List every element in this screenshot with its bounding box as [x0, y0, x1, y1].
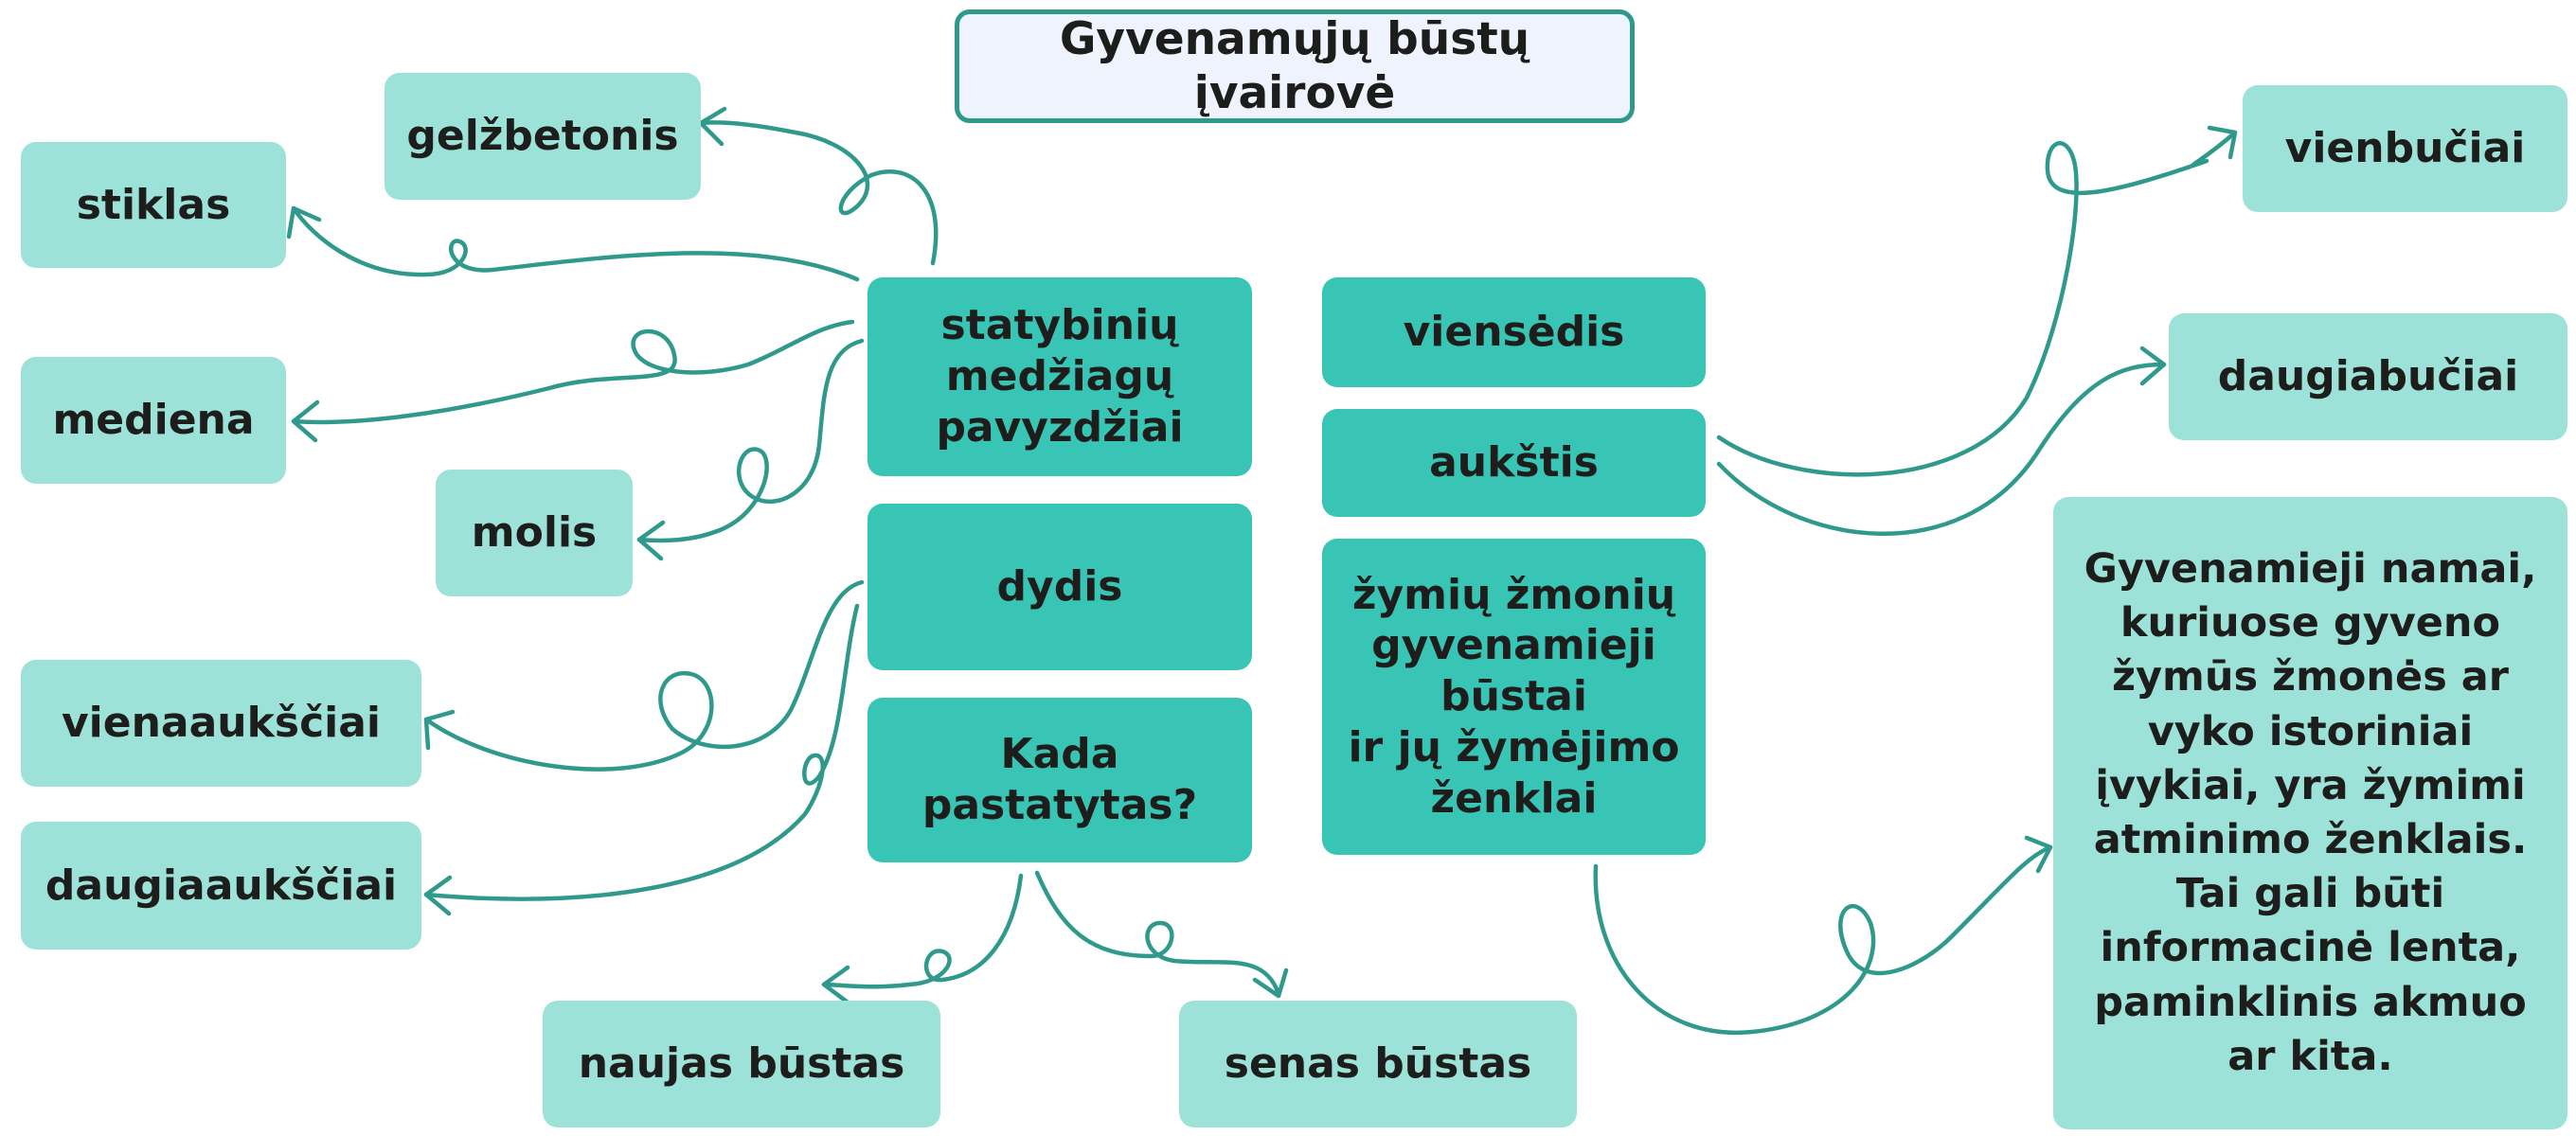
leaf-old-home: senas būstas: [1179, 1001, 1577, 1127]
node-when-built: Kada pastatytas?: [868, 698, 1252, 862]
page-title-text: Gyvenamųjų būstų įvairovė: [1059, 12, 1530, 119]
arrow-to-daugiaaukstiai: [423, 603, 860, 901]
leaf-multi-storey: daugiaaukščiai: [21, 822, 421, 950]
leaf-one-storey: vienaaukščiai: [21, 660, 421, 787]
arrow-to-mediena: [291, 319, 855, 425]
arrowhead-gelzbetonis: [698, 106, 727, 147]
leaf-old-home-label: senas būstas: [1224, 1039, 1532, 1089]
leaf-new-home: naujas būstas: [543, 1001, 940, 1127]
famous-homes-note: Gyvenamieji namai, kuriuose gyveno žymūs…: [2053, 497, 2567, 1129]
famous-homes-note-text: Gyvenamieji namai, kuriuose gyveno žymūs…: [2084, 545, 2537, 1080]
page-title: Gyvenamųjų būstų įvairovė: [955, 9, 1635, 123]
node-single-estate: viensėdis: [1322, 277, 1706, 387]
arrowhead-molis: [636, 520, 666, 561]
node-height-label: aukštis: [1429, 438, 1599, 488]
arrow-to-vienbuciai: [1716, 130, 2238, 477]
leaf-apartment-label: daugiabučiai: [2217, 352, 2519, 401]
arrow-to-senas: [1034, 870, 1281, 997]
arrow-to-gelzbetonis: [698, 120, 939, 266]
node-size-label: dydis: [996, 562, 1123, 612]
leaf-reinforced-concrete: gelžbetonis: [385, 73, 701, 200]
arrowhead-senas: [1252, 967, 1289, 999]
arrowhead-daugiaaukstiai: [423, 875, 453, 916]
arrow-to-vienaaukstiai: [423, 579, 865, 772]
arrow-to-molis: [636, 338, 865, 543]
leaf-clay: molis: [436, 470, 633, 596]
leaf-new-home-label: naujas būstas: [578, 1039, 905, 1089]
node-construction-materials-label: statybinių medžiagų pavyzdžiai: [936, 301, 1184, 452]
node-single-estate-label: viensėdis: [1403, 308, 1625, 357]
node-height: aukštis: [1322, 409, 1706, 517]
node-famous-homes-label: žymių žmonių gyvenamieji būstai ir jų žy…: [1348, 570, 1680, 823]
arrow-to-famous-note: [1593, 844, 2053, 1036]
node-when-built-label: Kada pastatytas?: [921, 730, 1198, 829]
arrowhead-vienbuciai: [2207, 125, 2238, 160]
leaf-clay-label: molis: [471, 508, 598, 558]
arrowhead-vienaaukstiai: [423, 709, 456, 751]
leaf-single-family: vienbučiai: [2243, 85, 2567, 212]
leaf-multi-storey-label: daugiaaukščiai: [45, 861, 398, 910]
arrow-to-daugiabuciai: [1716, 362, 2167, 536]
arrow-to-naujas: [821, 873, 1024, 989]
arrowhead-naujas: [821, 965, 850, 1004]
arrowhead-stiklas: [286, 205, 322, 240]
arrowhead-daugiabuciai: [2139, 346, 2167, 386]
node-construction-materials: statybinių medžiagų pavyzdžiai: [868, 277, 1252, 476]
leaf-wood-label: mediena: [52, 396, 255, 445]
leaf-reinforced-concrete-label: gelžbetonis: [406, 112, 679, 161]
leaf-glass: stiklas: [21, 142, 286, 268]
leaf-one-storey-label: vienaaukščiai: [61, 699, 382, 748]
leaf-single-family-label: vienbučiai: [2284, 124, 2526, 173]
leaf-apartment: daugiabučiai: [2169, 313, 2567, 440]
arrow-to-stiklas: [291, 205, 860, 282]
node-size: dydis: [868, 504, 1252, 670]
arrowhead-mediena: [291, 399, 320, 443]
arrowhead-famous-note: [2024, 835, 2053, 874]
leaf-wood: mediena: [21, 357, 286, 484]
node-famous-homes: žymių žmonių gyvenamieji būstai ir jų žy…: [1322, 539, 1706, 855]
leaf-glass-label: stiklas: [76, 180, 231, 229]
